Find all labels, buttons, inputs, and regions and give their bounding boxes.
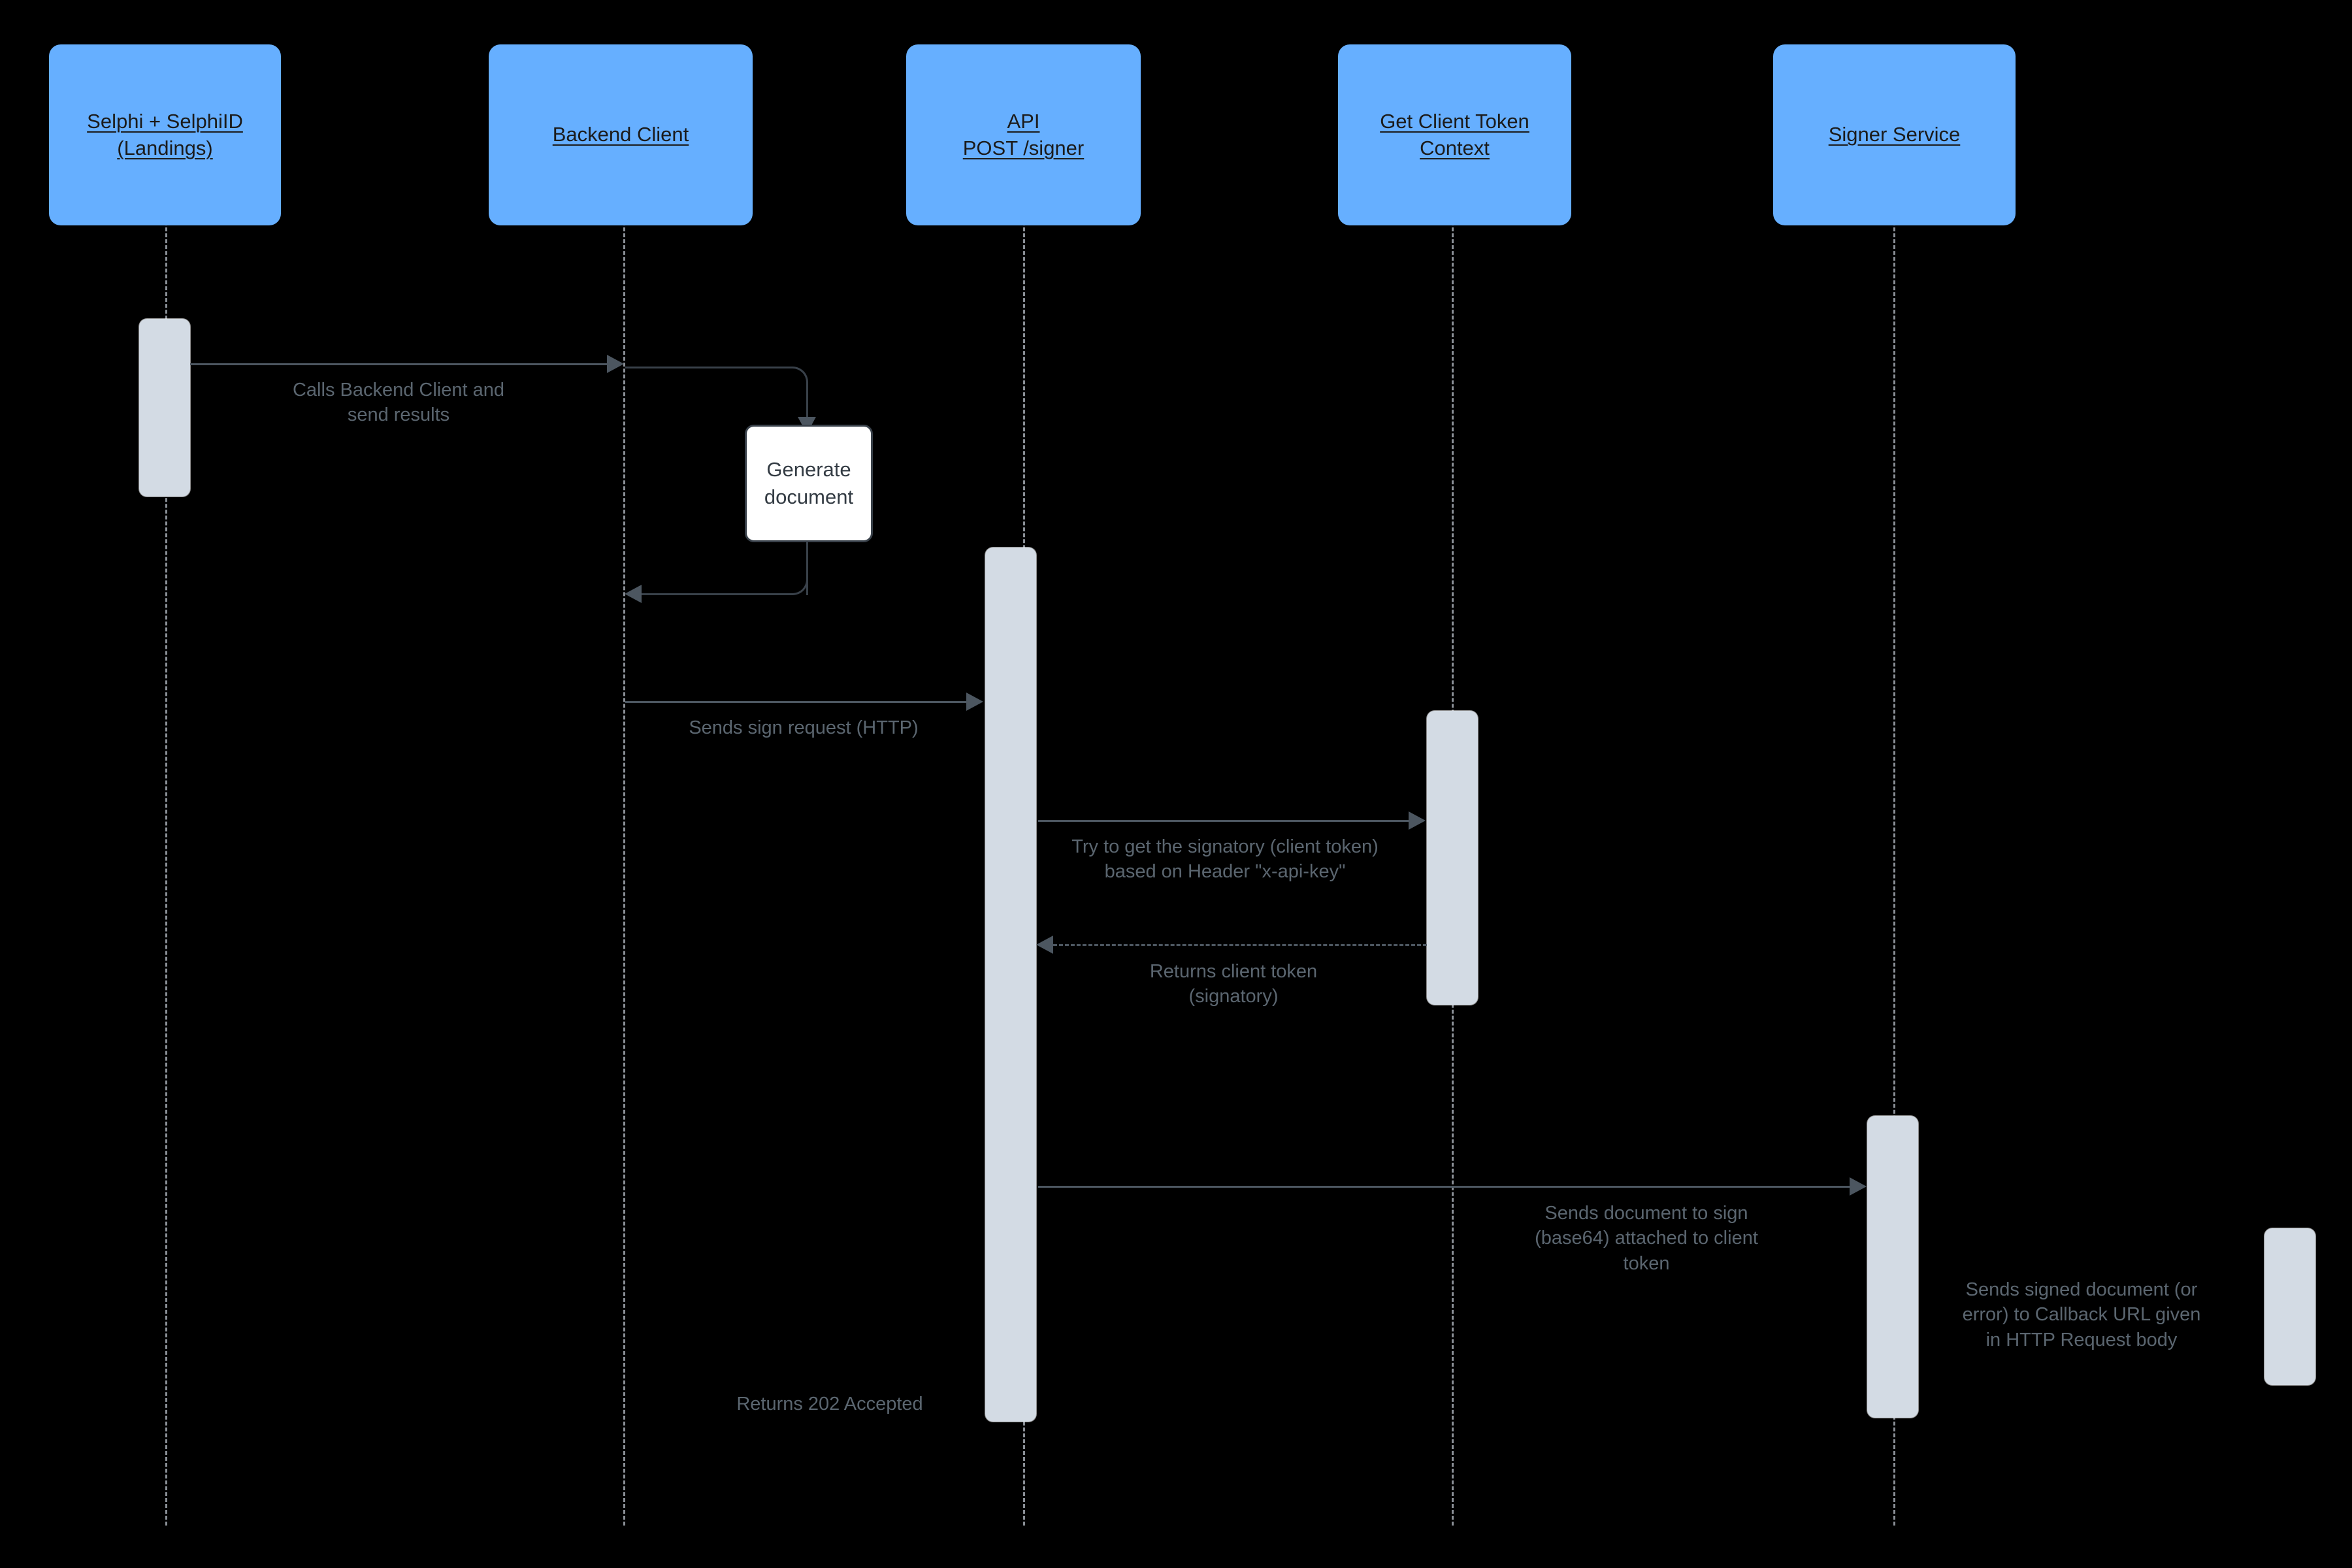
selfcall-note-m2[interactable]: Generate document — [745, 425, 873, 542]
participant-signer[interactable]: Signer Service — [1773, 44, 2016, 225]
selfcall-out-horizontal-m2 — [625, 367, 792, 368]
message-label-m1: Calls Backend Client and send results — [292, 380, 504, 426]
message-arrowhead-m3 — [966, 693, 983, 711]
message-line-m5 — [1053, 944, 1427, 946]
activation-signer — [1867, 1116, 1918, 1418]
selfcall-out-vertical-m2 — [806, 382, 808, 435]
message-label-m7: Sends signed document (or error) to Call… — [1962, 1279, 2201, 1350]
activation-selphi — [139, 319, 190, 497]
activation-callback — [2264, 1228, 2315, 1385]
message-line-m6 — [1038, 1186, 1851, 1188]
message-arrowhead-m4 — [1409, 811, 1426, 830]
lifeline-signer — [1893, 98, 1895, 1526]
message-arrowhead-m5 — [1036, 936, 1053, 954]
selfcall-arrowhead-left-m2 — [625, 585, 642, 603]
selfcall-back-horizontal-m2 — [642, 593, 793, 595]
selfcall-note-label-m2: Generate document — [764, 458, 854, 508]
message-line-m3 — [625, 701, 968, 703]
participant-label-token: Get Client Token Context — [1380, 109, 1529, 159]
participant-label-backend: Backend Client — [552, 123, 689, 146]
message-label-m6: Sends document to sign (base64) attached… — [1535, 1203, 1758, 1274]
activation-api — [985, 547, 1036, 1422]
lifeline-selphi — [165, 98, 167, 1526]
message-line-m1 — [190, 363, 608, 365]
message-label-m8: Returns 202 Accepted — [736, 1394, 923, 1414]
participant-token[interactable]: Get Client Token Context — [1338, 44, 1571, 225]
selfcall-out-corner-m2 — [792, 367, 808, 383]
message-arrowhead-m1 — [607, 355, 624, 373]
participant-backend[interactable]: Backend Client — [489, 44, 753, 225]
activation-token — [1427, 711, 1478, 1005]
participant-label-signer: Signer Service — [1828, 123, 1961, 146]
participant-label-api: API POST /signer — [962, 109, 1085, 159]
message-label-m3: Sends sign request (HTTP) — [689, 717, 919, 738]
message-arrowhead-m6 — [1850, 1177, 1867, 1196]
participant-selphi[interactable]: Selphi + SelphiID (Landings) — [49, 44, 281, 225]
message-label-m5: Returns client token (signatory) — [1149, 961, 1318, 1007]
selfcall-back-vertical-m2 — [806, 542, 808, 595]
lifeline-backend — [623, 98, 625, 1526]
participant-api[interactable]: API POST /signer — [906, 44, 1141, 225]
message-line-m4 — [1038, 820, 1411, 822]
participant-label-selphi: Selphi + SelphiID (Landings) — [87, 109, 243, 159]
message-label-m4: Try to get the signatory (client token) … — [1071, 836, 1379, 883]
